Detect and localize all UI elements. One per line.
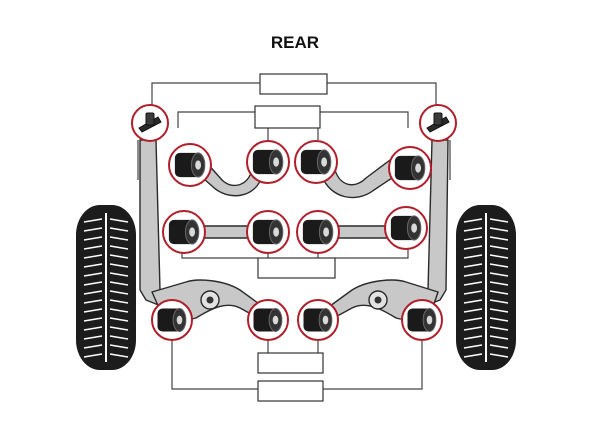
wheel-left-tire-icon	[76, 205, 136, 370]
bushing-sleeve	[427, 316, 433, 325]
connector-line	[327, 83, 436, 108]
lower-arm-right-inner-bushing-icon	[298, 300, 338, 340]
lower-arm-left-outer-bushing-icon	[152, 300, 192, 340]
label-box-box-top-1	[260, 74, 327, 94]
diagram-title: REAR	[271, 33, 319, 52]
upper-arm-left-inner-bushing-icon	[247, 141, 289, 183]
bushing-sleeve	[189, 227, 195, 236]
middle-link-left-outer-bushing-icon	[163, 211, 205, 253]
bushing-sleeve	[177, 316, 183, 325]
wheel-right-tire-icon	[456, 205, 516, 370]
upper-arm-right-outer-bushing-icon	[389, 147, 431, 189]
middle-link-left-inner-bushing-icon	[247, 211, 289, 253]
bracket-left-bracket-icon	[132, 105, 168, 141]
arm-hub-center	[207, 297, 214, 304]
connector-line	[172, 340, 258, 389]
lower-arm-right-outer-bushing-icon	[402, 300, 442, 340]
label-box-box-bottom-1	[258, 353, 323, 373]
label-box-box-bottom-2	[258, 381, 323, 401]
bracket-block	[434, 113, 442, 125]
connector-line	[335, 248, 408, 258]
bushing-sleeve	[195, 160, 201, 169]
arm-hub-center	[375, 297, 382, 304]
bracket-right-bracket-icon	[420, 105, 456, 141]
bushing-sleeve	[411, 223, 417, 232]
label-box-box-top-2	[255, 106, 320, 128]
bushing-sleeve	[273, 227, 279, 236]
bushing-sleeve	[273, 316, 279, 325]
bushing-sleeve	[323, 227, 329, 236]
upper-arm-right-inner-bushing-icon	[295, 141, 337, 183]
middle-link-right-inner-bushing-icon	[297, 211, 339, 253]
label-box-box-middle	[258, 258, 335, 278]
lower-arm-left-inner-bushing-icon	[248, 300, 288, 340]
connector-line	[178, 112, 255, 128]
middle-link-right-outer-bushing-icon	[385, 207, 427, 249]
bushing-sleeve	[415, 163, 421, 172]
middle-link-right	[336, 226, 392, 238]
connector-line	[320, 112, 408, 128]
connector-line	[323, 340, 422, 389]
bushing-sleeve	[273, 157, 279, 166]
bracket-block	[146, 113, 154, 125]
bushing-sleeve	[321, 157, 327, 166]
connector-line	[152, 83, 262, 108]
upper-arm-left-outer-bushing-icon	[169, 144, 211, 186]
bushing-sleeve	[323, 316, 329, 325]
